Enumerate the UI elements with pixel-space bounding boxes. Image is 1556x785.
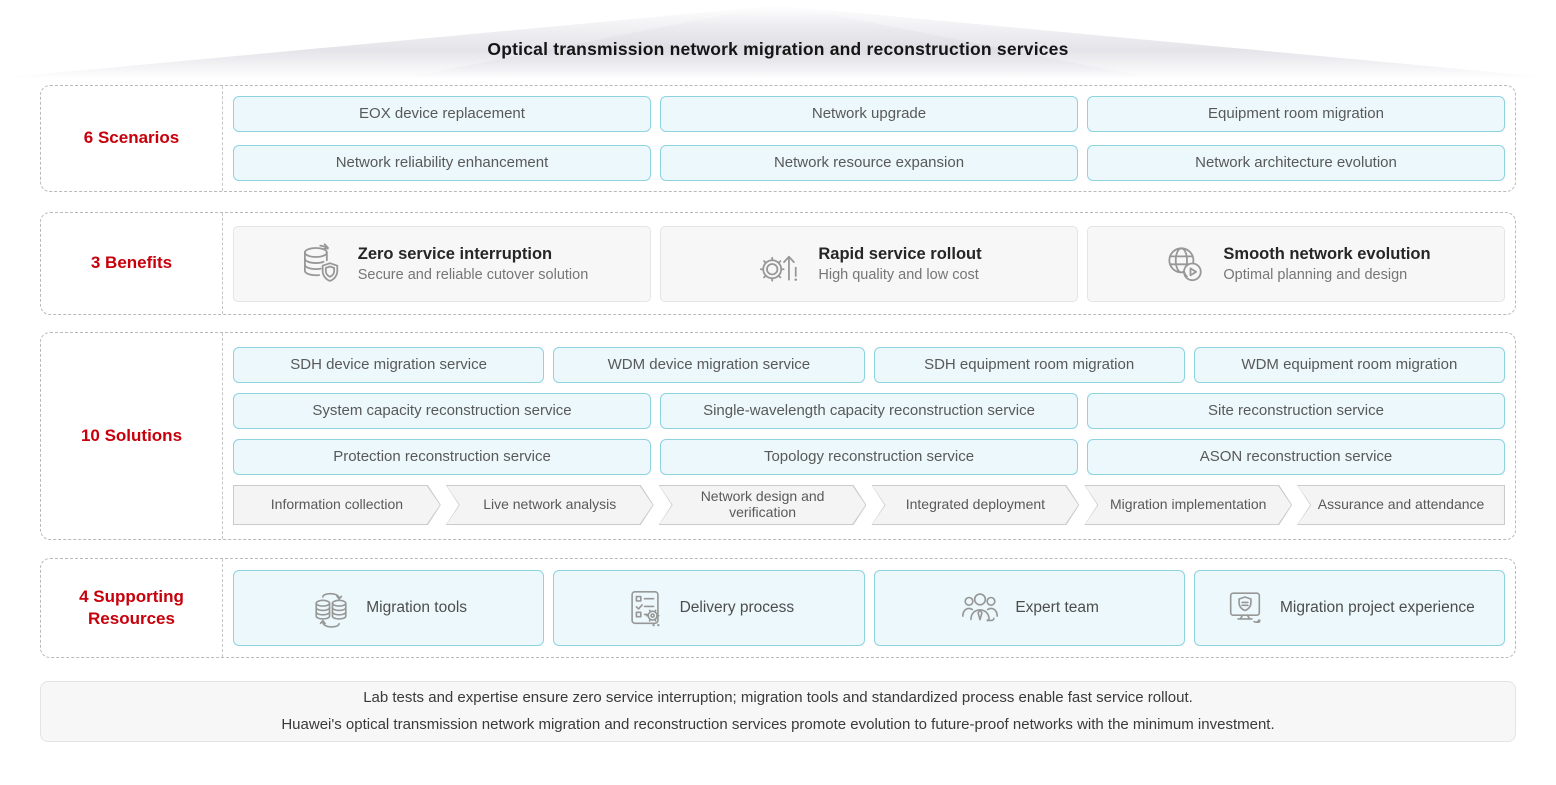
process-step-fill bbox=[447, 486, 653, 524]
scenario-box: Network resource expansion bbox=[660, 145, 1078, 181]
resource-card: Migration project experience bbox=[1193, 570, 1505, 646]
resources-section-body: Migration tools Delivery process Expert … bbox=[223, 559, 1515, 657]
monitor-shield-icon bbox=[1224, 587, 1266, 629]
gear-arrow-up-icon bbox=[756, 241, 802, 287]
process-step-fill bbox=[872, 486, 1078, 524]
process-step: Network design and verification bbox=[659, 485, 867, 525]
resource-card: Expert team bbox=[873, 570, 1185, 646]
process-step: Live network analysis bbox=[446, 485, 654, 525]
process-step-label: Network design and verification bbox=[700, 488, 825, 520]
benefit-title: Smooth network evolution bbox=[1223, 244, 1431, 263]
resource-card: Migration tools bbox=[233, 570, 545, 646]
summary-line-2: Huawei's optical transmission network mi… bbox=[281, 715, 1275, 733]
resource-label: Migration project experience bbox=[1280, 599, 1475, 616]
solution-box: ASON reconstruction service bbox=[1087, 439, 1505, 475]
benefit-title: Zero service interruption bbox=[357, 244, 553, 263]
scenario-box: Network reliability enhancement bbox=[233, 145, 651, 181]
solution-box: Single-wavelength capacity reconstructio… bbox=[660, 393, 1078, 429]
resources-section: 4 Supporting Resources Migration tools D… bbox=[40, 558, 1516, 658]
process-step-label: Live network analysis bbox=[483, 496, 617, 513]
scenario-box: Network upgrade bbox=[660, 96, 1078, 132]
process-step-label: Integrated deployment bbox=[905, 496, 1046, 513]
scenario-box: Network architecture evolution bbox=[1087, 145, 1505, 181]
process-step-fill bbox=[1298, 486, 1504, 524]
process-step-fill bbox=[234, 486, 440, 524]
solution-box: Protection reconstruction service bbox=[233, 439, 651, 475]
page-title: Optical transmission network migration a… bbox=[487, 39, 1069, 59]
benefit-title: Rapid service rollout bbox=[818, 244, 982, 263]
solutions-section-label: 10 Solutions bbox=[41, 333, 223, 539]
scenario-box: EOX device replacement bbox=[233, 96, 651, 132]
process-step: Assurance and attendance bbox=[1297, 485, 1505, 525]
solution-box: SDH device migration service bbox=[233, 347, 545, 383]
benefit-subtitle: High quality and low cost bbox=[818, 266, 979, 283]
summary-line-1: Lab tests and expertise ensure zero serv… bbox=[363, 689, 1193, 707]
expert-team-icon bbox=[959, 587, 1001, 629]
scenarios-section-label: 6 Scenarios bbox=[41, 86, 223, 191]
resources-row: Migration tools Delivery process Expert … bbox=[233, 570, 1505, 646]
delivery-process-flow: Information collection Live network analy… bbox=[233, 485, 1505, 525]
scenario-box: Equipment room migration bbox=[1087, 96, 1505, 132]
resources-section-label: 4 Supporting Resources bbox=[41, 559, 223, 657]
benefits-section-label: 3 Benefits bbox=[41, 213, 223, 314]
resource-label: Expert team bbox=[1015, 599, 1099, 616]
resource-label: Delivery process bbox=[679, 599, 795, 616]
solution-box: System capacity reconstruction service bbox=[233, 393, 651, 429]
process-step: Information collection bbox=[233, 485, 441, 525]
resource-label: Migration tools bbox=[366, 599, 468, 616]
summary-note: Lab tests and expertise ensure zero serv… bbox=[40, 681, 1516, 742]
migration-tools-icon bbox=[310, 587, 352, 629]
process-step-label: Assurance and attendance bbox=[1317, 496, 1485, 513]
globe-play-icon bbox=[1161, 241, 1207, 287]
process-step-label: Information collection bbox=[270, 496, 404, 513]
process-step: Integrated deployment bbox=[871, 485, 1079, 525]
process-step-fill bbox=[1085, 486, 1291, 524]
process-step: Migration implementation bbox=[1084, 485, 1292, 525]
database-shield-icon bbox=[296, 241, 342, 287]
benefit-subtitle: Secure and reliable cutover solution bbox=[357, 266, 589, 283]
solutions-section: 10 Solutions SDH device migration servic… bbox=[40, 332, 1516, 540]
solution-box: WDM device migration service bbox=[553, 347, 865, 383]
diagram-header: Optical transmission network migration a… bbox=[0, 0, 1556, 80]
solution-box: WDM equipment room migration bbox=[1193, 347, 1505, 383]
benefit-subtitle: Optimal planning and design bbox=[1223, 266, 1408, 283]
process-step-label: Migration implementation bbox=[1110, 496, 1267, 513]
solution-box: Site reconstruction service bbox=[1087, 393, 1505, 429]
delivery-process-icon bbox=[624, 587, 666, 629]
solution-box: Topology reconstruction service bbox=[660, 439, 1078, 475]
solution-box: SDH equipment room migration bbox=[873, 347, 1185, 383]
resource-card: Delivery process bbox=[553, 570, 865, 646]
process-step-fill bbox=[660, 486, 866, 524]
